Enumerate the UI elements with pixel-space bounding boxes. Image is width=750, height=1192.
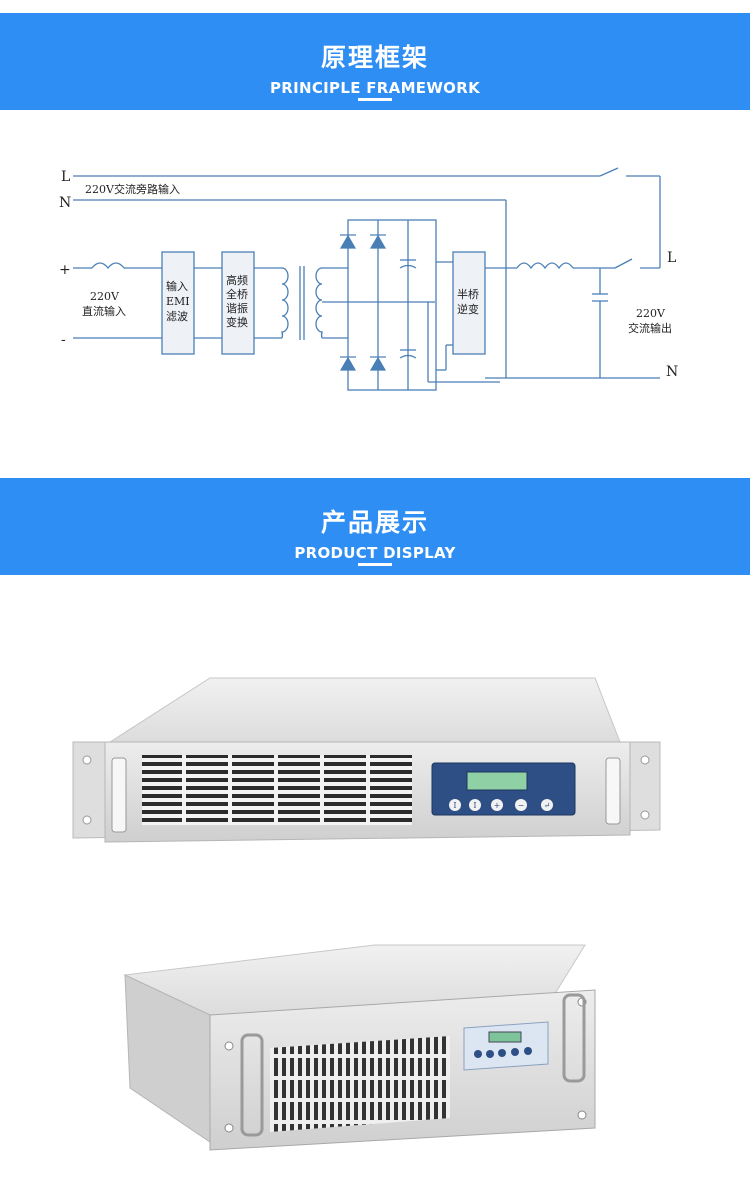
product-unit-2 — [123, 944, 596, 1151]
label-hf-1: 高频 — [226, 273, 248, 287]
title-underline — [358, 563, 392, 566]
diode — [339, 356, 357, 371]
label-hf-3: 谐振 — [226, 301, 248, 315]
button-label: − — [518, 801, 525, 810]
hf-bridge-block — [221, 251, 255, 355]
transformer-secondary — [315, 267, 323, 339]
section-title-cn: 产品展示 — [320, 508, 429, 537]
capacitor — [399, 264, 417, 269]
rack-hole — [640, 755, 650, 765]
unit1-lcd — [466, 771, 528, 791]
circuit-diagram: L N 220V交流旁路输入 + - 220V 直流输入 输入 EMI 滤波 高… — [59, 167, 678, 391]
label-inv-1: 半桥 — [457, 287, 479, 301]
button-label: ↵ — [544, 801, 551, 810]
unit2-handle-left — [240, 1033, 264, 1137]
unit1-button-2[interactable] — [469, 799, 481, 811]
unit1-top — [108, 677, 621, 743]
rack-hole — [640, 810, 650, 820]
output-inductor — [516, 262, 574, 270]
switch-output — [614, 258, 633, 269]
input-inductor — [91, 262, 125, 270]
button-label: I — [473, 801, 476, 810]
section-header-product: 产品展示 PRODUCT DISPLAY — [0, 478, 750, 575]
rack-hole — [577, 1110, 587, 1120]
label-ac-out-2: 交流输出 — [628, 321, 672, 335]
rack-hole — [82, 755, 92, 765]
unit1-handle-right — [605, 757, 621, 825]
title-underline — [358, 98, 392, 101]
unit2-handle-right — [562, 993, 586, 1083]
label-hf-2: 全桥 — [226, 287, 248, 301]
label-inv-2: 逆变 — [457, 302, 479, 316]
label-N-top: N — [59, 195, 71, 211]
unit2-lcd — [488, 1031, 522, 1043]
diode — [369, 356, 387, 371]
product-display: I I + − ↵ — [0, 660, 750, 1188]
label-dc-in-1: 220V — [90, 290, 120, 303]
label-N-out: N — [666, 364, 678, 380]
label-emi-2: EMI — [166, 295, 190, 308]
switch-bypass — [599, 167, 619, 177]
label-minus: - — [61, 332, 66, 348]
label-plus: + — [59, 262, 71, 278]
unit2-button-5[interactable] — [524, 1047, 532, 1055]
diode — [339, 234, 357, 249]
unit2-button-1[interactable] — [474, 1050, 482, 1058]
section-title-en: PRODUCT DISPLAY — [294, 544, 456, 562]
product-unit-1: I I + − ↵ — [72, 677, 661, 843]
section-header-principle: 原理框架 PRINCIPLE FRAMEWORK — [0, 13, 750, 110]
label-L-out: L — [667, 250, 676, 266]
rack-hole — [224, 1041, 234, 1051]
diode — [369, 234, 387, 249]
unit2-button-4[interactable] — [511, 1048, 519, 1056]
section-title-en: PRINCIPLE FRAMEWORK — [269, 79, 481, 97]
unit1-button-1[interactable] — [449, 799, 461, 811]
section-title-cn: 原理框架 — [320, 43, 429, 72]
rack-hole — [82, 815, 92, 825]
unit2-control-panel — [463, 1021, 549, 1071]
inverter-block — [452, 251, 486, 355]
unit1-button-5[interactable] — [541, 799, 553, 811]
unit2-vent-grille — [270, 1036, 450, 1132]
transformer-primary — [281, 267, 289, 339]
label-bypass: 220V交流旁路输入 — [85, 182, 180, 196]
emi-filter-block — [161, 251, 195, 355]
rectifier-frame — [347, 219, 437, 391]
unit2-buttons — [474, 1047, 532, 1058]
label-L-top: L — [61, 169, 70, 185]
button-label: I — [453, 801, 456, 810]
rack-hole — [224, 1123, 234, 1133]
label-emi-3: 滤波 — [166, 310, 188, 323]
unit2-button-2[interactable] — [486, 1050, 494, 1058]
capacitor — [399, 354, 417, 359]
label-emi-1: 输入 — [166, 279, 188, 293]
button-label: + — [494, 801, 501, 810]
unit2-button-3[interactable] — [498, 1049, 506, 1057]
unit1-button-4[interactable] — [515, 799, 527, 811]
unit1-handle-left — [111, 757, 127, 833]
label-hf-4: 变换 — [226, 315, 248, 329]
unit1-buttons: I I + − ↵ — [449, 799, 553, 811]
label-ac-out-1: 220V — [636, 307, 666, 320]
product-illustrations: I I + − ↵ — [72, 677, 661, 1151]
unit1-button-3[interactable] — [491, 799, 503, 811]
unit1-vent-grille — [142, 755, 412, 825]
principle-diagram: L N 220V交流旁路输入 + - 220V 直流输入 输入 EMI 滤波 高… — [0, 150, 750, 400]
label-dc-in-2: 直流输入 — [82, 304, 126, 318]
